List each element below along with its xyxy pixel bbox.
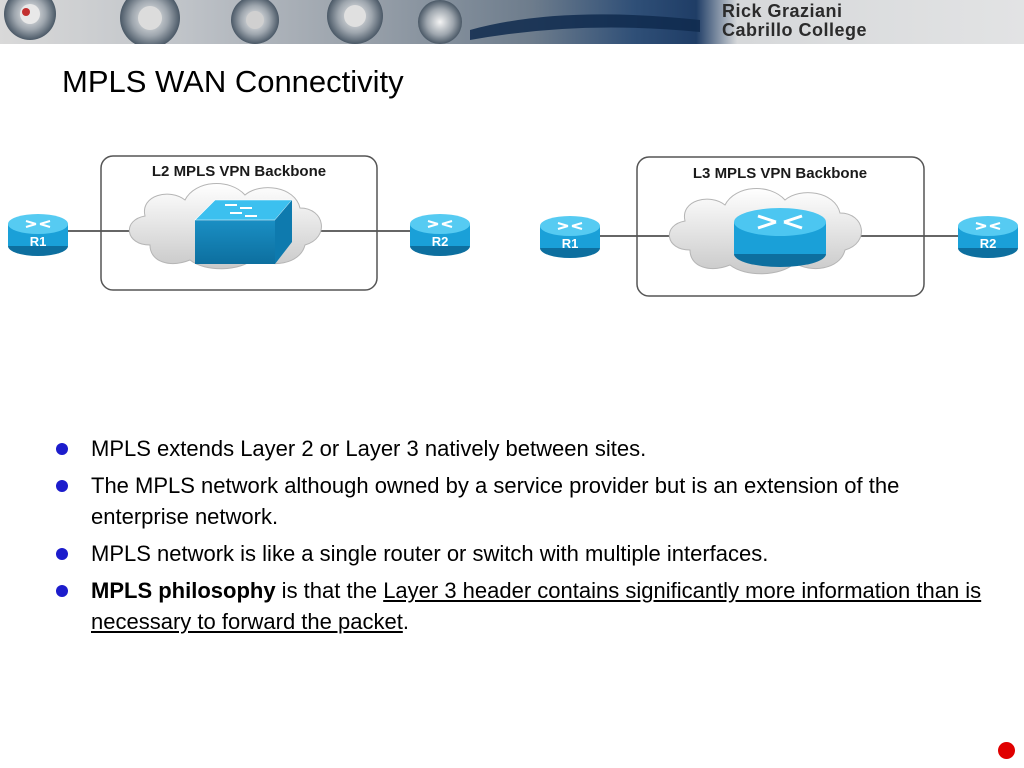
bullet-underlined-text: Layer 3 header contains significantly mo… [91, 578, 982, 634]
header-banner: Rick Graziani Cabrillo College [0, 0, 1024, 44]
l2-mpls-diagram: L2 MPLS VPN Backbone R1 R2 [8, 155, 470, 291]
bullet-bold-term: MPLS philosophy [91, 578, 276, 603]
bullet-text: The MPLS network although owned by a ser… [91, 473, 900, 529]
bullet-item: The MPLS network although owned by a ser… [54, 470, 984, 532]
bullet-text: MPLS network is like a single router or … [91, 541, 769, 566]
bullet-dot-icon [56, 443, 68, 455]
banner-author: Rick Graziani [722, 1, 843, 21]
bullet-item: MPLS extends Layer 2 or Layer 3 natively… [54, 433, 984, 464]
bullet-item: MPLS philosophy is that the Layer 3 head… [54, 575, 984, 637]
l2-r1-label: R1 [30, 234, 47, 249]
l3-r1-router-icon: R1 [540, 216, 600, 258]
l2-backbone-box [100, 155, 378, 291]
l3-backbone-label: L3 MPLS VPN Backbone [693, 165, 867, 182]
bullet-text: MPLS extends Layer 2 or Layer 3 natively… [91, 436, 647, 461]
l2-r2-router-icon: R2 [410, 214, 470, 256]
bullet-item: MPLS network is like a single router or … [54, 538, 984, 569]
l2-backbone-label: L2 MPLS VPN Backbone [152, 163, 326, 180]
l3-backbone-box [636, 156, 925, 297]
l3-r1-label: R1 [562, 236, 579, 251]
bullet-dot-icon [56, 548, 68, 560]
l2-r2-label: R2 [432, 234, 449, 249]
bullet-list: MPLS extends Layer 2 or Layer 3 natively… [54, 433, 984, 643]
l3-mpls-diagram: L3 MPLS VPN Backbone R1 R2 [540, 156, 1018, 297]
banner-text: Rick Graziani Cabrillo College [722, 2, 867, 40]
slide-nav-dot[interactable] [998, 742, 1015, 759]
l2-r1-router-icon: R1 [8, 214, 68, 256]
l3-r2-router-icon: R2 [958, 216, 1018, 258]
switch-icon [194, 199, 293, 264]
slide-title: MPLS WAN Connectivity [62, 64, 404, 99]
bullet-text-end: . [402, 609, 409, 634]
banner-college: Cabrillo College [722, 20, 868, 40]
bullet-dot-icon [56, 585, 68, 597]
l3-r2-label: R2 [980, 236, 997, 251]
bullet-dot-icon [56, 480, 68, 492]
bullet-text-mid: is that the [275, 578, 384, 603]
banner-photo [4, 0, 700, 44]
router-icon [734, 208, 826, 267]
